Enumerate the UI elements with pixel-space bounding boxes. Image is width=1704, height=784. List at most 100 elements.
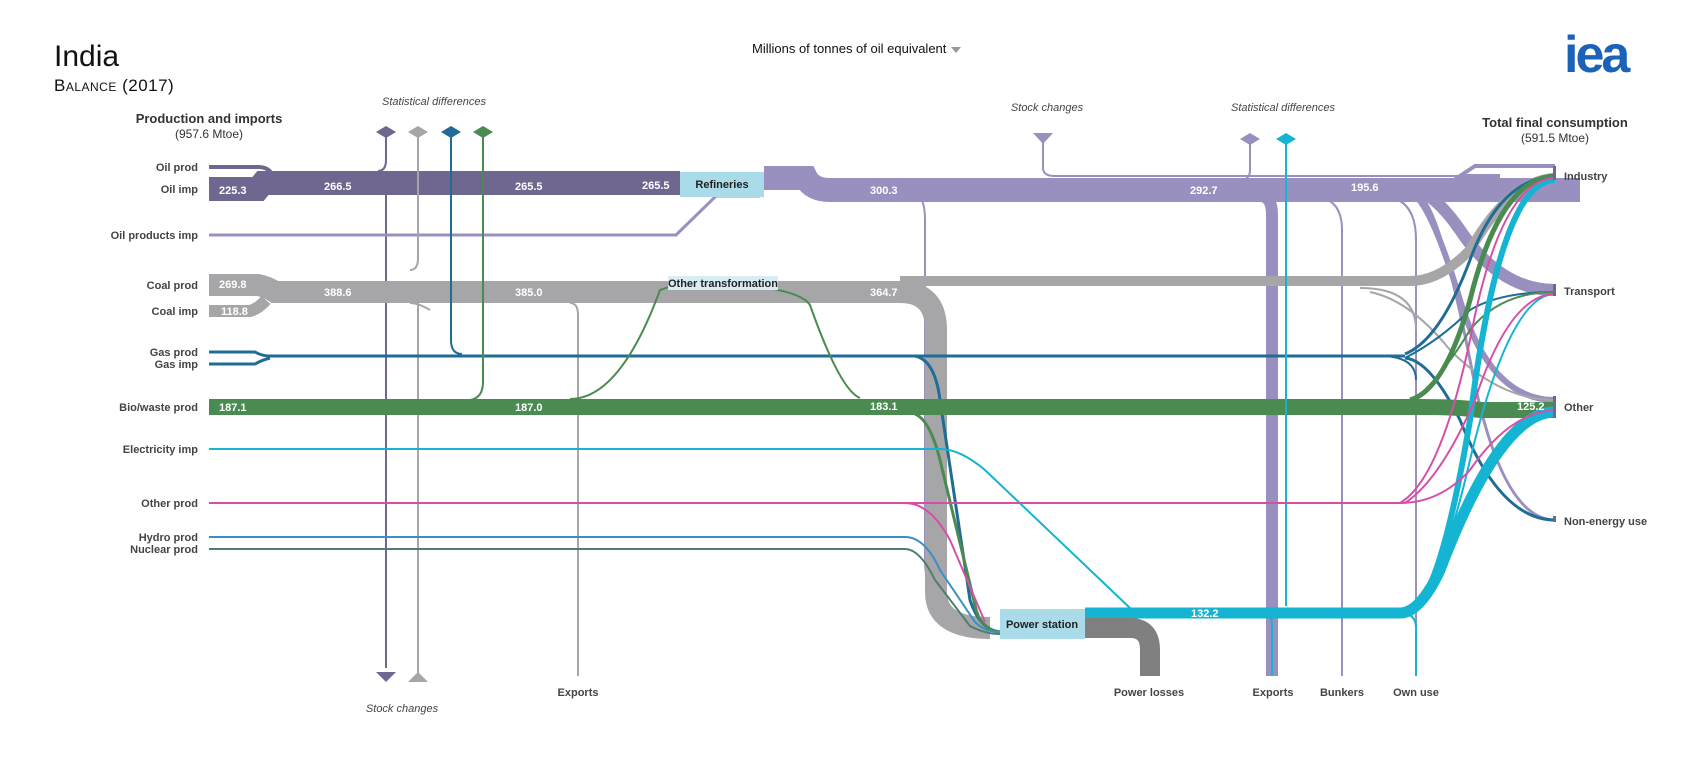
annotation-exports-coal: Exports [558,687,599,699]
node-other-transformation-label: Other transformation [668,278,778,290]
value-coal-2: 385.0 [515,287,543,299]
flow-coal-imp [209,295,271,317]
marker-coal-statdiff[interactable] [408,126,428,138]
flow-electricity-imp [209,448,1131,609]
flow-other-transport [1404,293,1556,504]
value-oil-3: 265.5 [642,180,670,192]
flow-electricity-transport [1409,293,1556,610]
flow-other-industry [1399,177,1556,504]
flow-gas-ownuse [1379,355,1417,381]
sink-label-transport: Transport [1564,286,1615,298]
flow-bio-main [209,399,1555,418]
source-label-coal-imp: Coal imp [152,306,199,318]
value-oilp-1: 300.3 [870,185,898,197]
flow-oil-main [209,171,680,201]
left-heading: Production and imports [136,111,283,126]
sink-label-industry: Industry [1564,171,1608,183]
source-label-nuclear-prod: Nuclear prod [130,544,198,556]
annotation-stock-bottom: Stock changes [366,703,439,715]
value-oilp-3: 195.6 [1351,182,1379,194]
value-oil-2: 265.5 [515,181,543,193]
marker-gas-statdiff[interactable] [441,126,461,138]
flow-coal-exports [569,302,579,676]
node-refineries-label: Refineries [695,179,748,191]
flow-coal-ownuse [1359,287,1417,331]
flow-oil-bunkers [1309,195,1343,676]
flow-gas-imp [209,356,271,366]
annotation-exports-oil: Exports [1253,687,1294,699]
flow-other-prod [209,409,1556,504]
flow-gas-industry [1404,174,1556,356]
flow-oil-products-stock [1042,140,1500,177]
unit-dropdown[interactable]: Millions of tonnes of oil equivalent [752,41,962,56]
statistical-differences-markers [376,126,1296,682]
value-coal-1: 388.6 [324,287,352,299]
source-label-electricity-imp: Electricity imp [123,444,198,456]
flow-oil-products-imp [209,194,760,237]
flow-coal-statdiff [409,134,419,271]
value-oilp-2: 292.7 [1190,185,1218,197]
right-heading: Total final consumption [1482,115,1628,130]
value-coal-3: 364.7 [870,287,898,299]
value-bio-1: 187.1 [219,402,247,414]
value-bio-4: 125.2 [1517,401,1545,413]
flow-oilp-transport [1399,180,1556,296]
flow-oil-exports [1259,190,1278,676]
value-coal-prod: 269.8 [219,279,247,291]
marker-elec-statdiff-right[interactable] [1276,133,1296,145]
flow-oil-ownuse [1379,195,1417,676]
flow-power-losses [1085,618,1160,676]
node-other-transformation[interactable] [668,276,778,290]
flow-electricity-ownuse [1399,612,1417,676]
node-power-station[interactable] [1000,609,1085,639]
source-label-oil-imp: Oil imp [161,184,199,196]
annotation-own-use: Own use [1393,687,1439,699]
flow-bio-industry [1409,173,1556,403]
node-sink-other [1553,396,1556,418]
flow-electricity-exports [1264,612,1273,676]
flow-oil-products-statdiff [1239,140,1251,181]
node-power-station-label: Power station [1006,619,1078,631]
svg-text:iea: iea [1564,34,1631,80]
flow-gas-statdiff [450,134,463,355]
sink-label-nonenergy: Non-energy use [1564,516,1647,528]
value-bio-3: 183.1 [870,401,898,413]
chevron-down-icon [951,46,962,53]
source-label-gas-prod: Gas prod [150,347,198,359]
marker-oil-stock-down[interactable] [376,672,396,682]
flow-oil-products-main [764,166,1580,202]
flow-nuclear [209,548,1001,635]
unit-dropdown-label: Millions of tonnes of oil equivalent [752,41,947,56]
node-refineries[interactable] [680,172,764,197]
node-sink-nonenergy [1553,516,1556,522]
source-label-other-prod: Other prod [141,498,198,510]
annotation-statdiff-right: Statistical differences [1231,102,1335,114]
annotation-statdiff-left: Statistical differences [382,96,486,108]
source-label-oil-products-imp: Oil products imp [111,230,199,242]
node-sink-industry [1553,166,1556,180]
flow-other-power [904,502,986,623]
flow-coal-main [209,274,991,639]
flow-bio-transport [1409,291,1556,404]
value-bio-2: 187.0 [515,402,543,414]
source-label-coal-prod: Coal prod [147,280,198,292]
flow-oilp-nonenergy [1419,194,1556,522]
source-label-hydro-prod: Hydro prod [139,532,198,544]
marker-oil-statdiff[interactable] [376,126,396,138]
flow-hydro [209,536,1001,633]
iea-logo: iea [1564,34,1634,80]
flow-oil-statdiff [377,134,387,172]
marker-bio-statdiff[interactable] [473,126,493,138]
right-total: (591.5 Mtoe) [1521,131,1589,145]
marker-oilp-statdiff-right[interactable] [1240,133,1260,145]
page-title: India [54,40,120,73]
flow-coal-losses-grey [409,302,431,311]
flow-bio-power [914,412,1001,634]
value-coal-imp: 118.8 [221,306,248,318]
value-oil-imp: 225.3 [219,185,247,197]
source-label-oil-prod: Oil prod [156,162,198,174]
marker-coal-stock-up[interactable] [408,672,428,682]
marker-oilp-stock-top[interactable] [1033,133,1053,144]
source-label-bio-prod: Bio/waste prod [119,402,198,414]
